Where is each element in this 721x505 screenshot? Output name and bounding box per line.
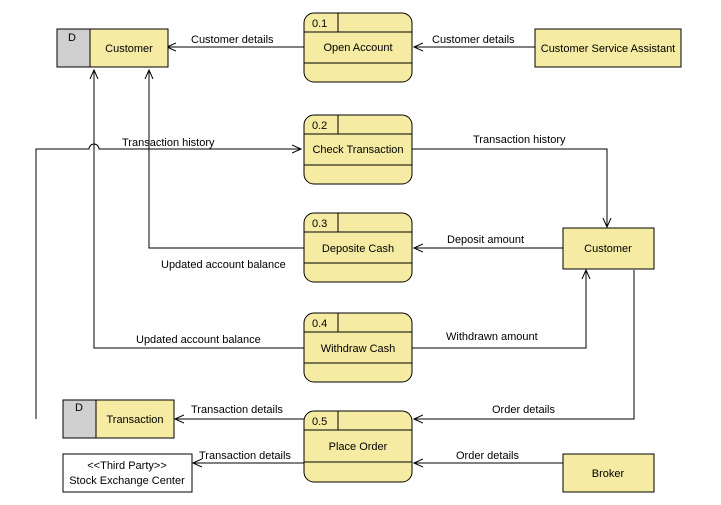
process-box <box>303 114 413 185</box>
process-number: 0.1 <box>312 18 327 30</box>
datastore-customer-id: D <box>68 32 76 44</box>
entity-stock-exchange-center: <<Third Party>> Stock Exchange Center <box>62 453 193 493</box>
entity-stereotype: <<Third Party>> <box>87 460 167 472</box>
flow-order-details-customer <box>414 270 635 419</box>
process-number: 0.2 <box>312 120 327 132</box>
process-name: Deposite Cash <box>322 243 394 255</box>
process-place-order: 0.5 Place Order <box>303 410 413 483</box>
entity-customer-service-assistant: Customer Service Assistant <box>534 28 682 68</box>
process-open-account: 0.1 Open Account <box>303 12 413 83</box>
entity-name: Customer Service Assistant <box>541 43 676 55</box>
entity-name: Customer <box>584 243 632 255</box>
process-withdraw-cash: 0.4 Withdraw Cash <box>303 312 413 383</box>
label-updated-balance-deposit: Updated account balance <box>161 259 286 271</box>
process-name: Check Transaction <box>312 144 403 156</box>
label-deposit-amount: Deposit amount <box>447 234 524 246</box>
entity-box <box>562 227 655 270</box>
process-box <box>303 312 413 383</box>
datastore-transaction-name: Transaction <box>106 414 163 426</box>
label-transaction-details-store: Transaction details <box>191 404 283 416</box>
label-transaction-details-exchange: Transaction details <box>199 450 291 462</box>
label-transaction-history-right: Transaction history <box>473 134 566 146</box>
entity-name: Broker <box>592 468 625 480</box>
flow-withdrawn-amount <box>412 270 586 349</box>
process-number: 0.5 <box>312 416 327 428</box>
label-transaction-history-left: Transaction history <box>122 137 215 149</box>
process-check-transaction: 0.2 Check Transaction <box>303 114 413 185</box>
process-number: 0.4 <box>312 318 327 330</box>
datastore-transaction-id-cell <box>62 399 97 439</box>
flow-updated-balance-deposit <box>149 70 304 249</box>
flow-transaction-history-to-check <box>35 143 301 419</box>
process-number: 0.3 <box>312 218 327 230</box>
label-order-details-broker: Order details <box>456 450 519 462</box>
flow-lines <box>35 47 635 463</box>
process-name: Place Order <box>329 441 388 453</box>
datastore-transaction-name-cell <box>95 399 175 439</box>
datastore-customer-id-cell <box>56 28 91 68</box>
entity-name: Stock Exchange Center <box>69 475 185 487</box>
flow-labels: Customer details Customer details Transa… <box>122 34 566 462</box>
datastore-transaction-id: D <box>75 402 83 414</box>
process-deposite-cash: 0.3 Deposite Cash <box>303 212 413 283</box>
process-name: Open Account <box>323 42 392 54</box>
process-box <box>303 12 413 83</box>
entity-customer: Customer <box>562 227 655 270</box>
label-updated-balance-withdraw: Updated account balance <box>136 334 261 346</box>
entity-box <box>534 28 682 68</box>
entity-box <box>562 453 655 493</box>
process-name: Withdraw Cash <box>321 343 396 355</box>
datastore-transaction: D Transaction <box>62 399 175 439</box>
label-customer-details-left: Customer details <box>191 34 274 46</box>
flow-updated-balance-withdraw <box>94 70 304 349</box>
flow-transaction-history-to-customer <box>411 148 607 227</box>
entity-broker: Broker <box>562 453 655 493</box>
datastore-customer: D Customer <box>56 28 169 68</box>
label-withdrawn-amount: Withdrawn amount <box>446 331 538 343</box>
entity-box <box>62 453 193 493</box>
datastore-customer-name: Customer <box>105 43 153 55</box>
label-customer-details-right: Customer details <box>432 34 515 46</box>
process-box <box>303 410 413 483</box>
process-box <box>303 212 413 283</box>
label-order-details-customer: Order details <box>492 404 555 416</box>
datastore-customer-name-cell <box>89 28 169 68</box>
